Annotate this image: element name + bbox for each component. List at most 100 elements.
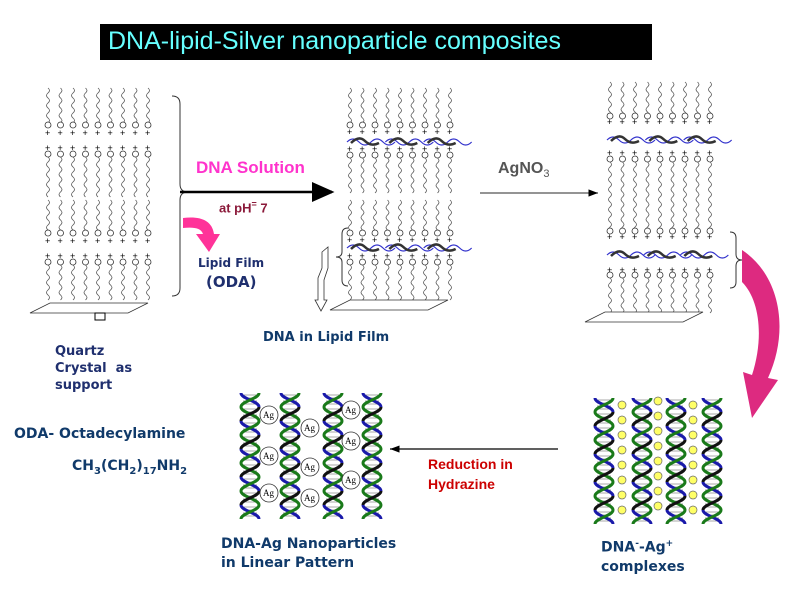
- lipid-head: [132, 258, 139, 266]
- plus-charge: +: [83, 236, 88, 246]
- plus-charge: +: [682, 265, 687, 275]
- lipid-head: [107, 150, 114, 158]
- plus-charge: +: [707, 232, 712, 242]
- ag-nanoparticle: [341, 400, 361, 420]
- lipid-film-stack-1: ++++++++++++++++++++++++++++++++++++: [29, 87, 152, 314]
- plus-charge: +: [120, 251, 125, 261]
- plus-charge: +: [397, 144, 402, 154]
- reduction-label: Reduction in Hydrazine: [428, 454, 513, 494]
- dna-backbone: [322, 420, 344, 436]
- dna-backbone: [665, 411, 687, 427]
- f-a: CH: [72, 458, 94, 474]
- lipid-tail: [360, 199, 365, 231]
- lipid-tail: [121, 156, 125, 198]
- agno3-label: AgNO3: [498, 160, 549, 180]
- lipid-head: [44, 121, 52, 129]
- support-line3: support: [55, 378, 113, 393]
- lipid-head: [82, 150, 89, 158]
- dna-backbone: [631, 411, 653, 427]
- plus-charge: +: [447, 235, 452, 245]
- lipid-head: [706, 112, 714, 120]
- lipid-head: [606, 112, 614, 120]
- plus-charge: +: [397, 235, 402, 245]
- lipid-tail: [71, 264, 75, 301]
- lipid-head: [631, 227, 639, 235]
- lipid-head: [606, 227, 614, 235]
- ag-label: Ag: [304, 462, 315, 472]
- plus-charge: +: [133, 143, 138, 153]
- lipid-tail: [435, 199, 440, 231]
- dna-backbone: [593, 397, 615, 413]
- lipid-head: [69, 258, 77, 266]
- lipid-tail: [146, 264, 150, 301]
- lipid-tail: [348, 264, 352, 301]
- reduction-line1: Reduction in: [428, 456, 513, 472]
- lipid-head: [94, 150, 102, 158]
- plus-charge: +: [670, 232, 675, 242]
- dna-backbone: [322, 504, 344, 520]
- ag-ion: [688, 445, 698, 455]
- dna-strand: [350, 243, 380, 252]
- quartz-support: [584, 311, 704, 323]
- lipid-tail: [58, 199, 63, 231]
- lipid-tail: [360, 264, 365, 301]
- lipid-tail: [348, 87, 352, 124]
- plus-charge: +: [95, 128, 100, 138]
- ag-nanoparticle: [259, 405, 279, 425]
- plus-charge: +: [620, 148, 625, 158]
- plus-charge: +: [422, 251, 427, 261]
- plus-charge: +: [607, 117, 612, 127]
- lipid-head: [346, 229, 354, 237]
- ag-ion: [653, 396, 663, 406]
- lipid-tail: [633, 277, 637, 314]
- dna-backbone: [631, 453, 653, 469]
- ag-ion: [617, 400, 627, 410]
- lipid-tail: [348, 199, 352, 231]
- ag-nanoparticle: [259, 483, 279, 503]
- dna-strand: [686, 135, 717, 144]
- dna-backbone: [279, 476, 301, 492]
- lipid-tail: [708, 81, 712, 118]
- lipid-tail: [385, 87, 390, 124]
- plus-charge: +: [695, 265, 700, 275]
- lipid-head: [107, 229, 114, 237]
- lipid-tail: [633, 161, 637, 233]
- plus-charge: +: [70, 128, 75, 138]
- plus-charge: +: [45, 251, 50, 261]
- lipid-head: [359, 121, 366, 129]
- dna-backbone: [322, 392, 344, 408]
- plus-charge: +: [632, 148, 637, 158]
- lipid-head: [434, 229, 441, 237]
- plus-charge: +: [682, 232, 687, 242]
- lipid-head: [384, 121, 391, 129]
- quartz-support-label: Quartz Crystal as support: [55, 343, 132, 394]
- plus-charge: +: [435, 127, 440, 137]
- f-s4: 2: [180, 465, 188, 477]
- lipid-tail: [435, 157, 440, 194]
- lipid-tail: [658, 81, 662, 118]
- lipid-tail: [96, 199, 100, 231]
- lipid-head: [681, 227, 689, 235]
- f-s2: 2: [129, 465, 137, 477]
- lipid-head: [144, 229, 152, 237]
- plus-charge: +: [385, 235, 390, 245]
- plus-charge: +: [707, 117, 712, 127]
- reduction-line2: Hydrazine: [428, 476, 495, 492]
- dna-backbone: [322, 448, 344, 464]
- lipid-head: [409, 229, 416, 237]
- lipid-film-stack-3: ++++++++++++++++++++++++++++++++++++: [584, 81, 733, 323]
- lipid-tail: [348, 157, 352, 194]
- plus-charge: +: [632, 232, 637, 242]
- dna-backbone: [701, 509, 723, 525]
- lipid-tail: [385, 157, 390, 194]
- lipid-tail: [435, 264, 440, 301]
- lipid-tail: [708, 277, 712, 314]
- plus-charge: +: [70, 236, 75, 246]
- complexes-line1: DNA--Ag+: [601, 535, 685, 558]
- plus-charge: +: [385, 127, 390, 137]
- diagram-title: DNA-lipid-Silver nanoparticle composites: [108, 27, 561, 55]
- lipid-tail: [670, 81, 675, 118]
- dna-backbone: [322, 476, 344, 492]
